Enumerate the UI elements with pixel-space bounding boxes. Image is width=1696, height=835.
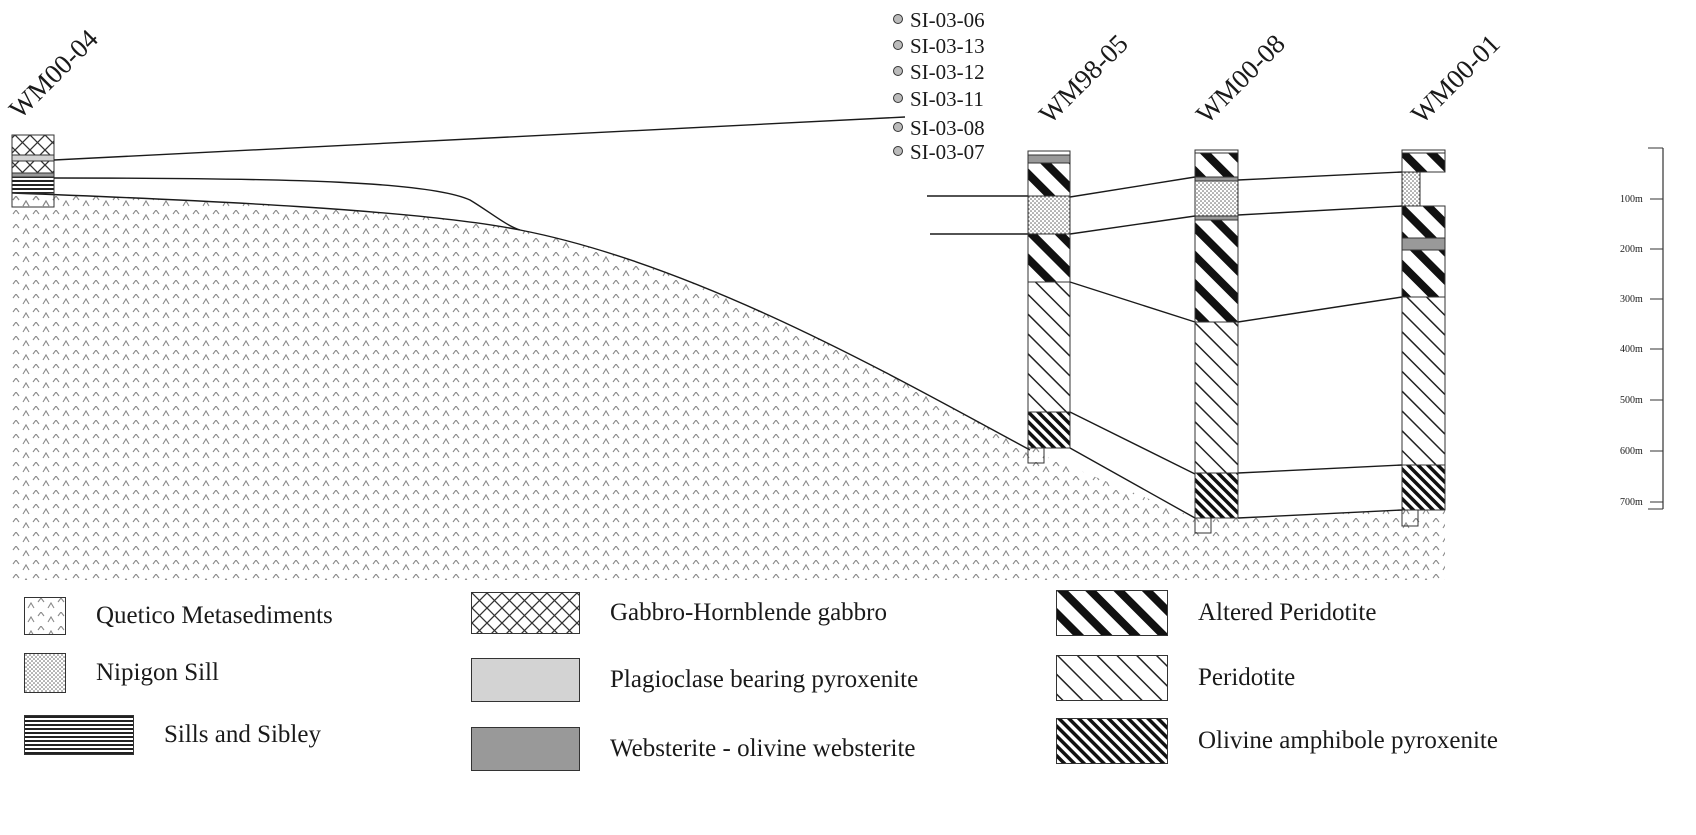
sample-item: SI-03-07	[893, 140, 985, 164]
sample-marker-icon	[893, 40, 903, 50]
sample-item: SI-03-13	[893, 34, 985, 58]
depth-tick-label: 600m	[1620, 446, 1643, 457]
drillhole-label-wm00-08: WM00-08	[1190, 28, 1291, 129]
depth-tick-label: 200m	[1620, 244, 1643, 255]
sample-marker-icon	[893, 122, 903, 132]
depth-tick-label: 100m	[1620, 194, 1643, 205]
depth-tick-label: 500m	[1620, 395, 1643, 406]
sample-marker-icon	[893, 66, 903, 76]
sample-label: SI-03-06	[910, 8, 985, 32]
drillhole-column-wm00-04	[11, 134, 55, 208]
depth-tick-label: 400m	[1620, 344, 1643, 355]
sample-item: SI-03-11	[893, 87, 984, 111]
sample-label: SI-03-11	[910, 87, 984, 111]
sample-label: SI-03-08	[910, 116, 985, 140]
depth-tick-label: 300m	[1620, 294, 1643, 305]
sample-item: SI-03-06	[893, 8, 985, 32]
sample-list: SI-03-06 SI-03-13 SI-03-12 SI-03-11 SI-0…	[893, 8, 985, 164]
depth-scale-bar: 100m 200m 300m 400m 500m 600m 700m	[1620, 147, 1664, 510]
sample-label: SI-03-07	[910, 140, 985, 164]
sample-marker-icon	[893, 146, 903, 156]
quetico-metasediments-area	[12, 193, 1445, 580]
drillhole-label-wm98-05: WM98-05	[1033, 28, 1134, 129]
drillhole-label-wm00-01: WM00-01	[1405, 28, 1506, 129]
drillhole-column-wm98-05	[1027, 150, 1071, 464]
sample-item: SI-03-08	[893, 116, 985, 140]
basement-contact-line	[11, 192, 1031, 451]
drillhole-column-wm00-01	[1401, 149, 1446, 527]
sample-marker-icon	[893, 93, 903, 103]
sample-label: SI-03-13	[910, 34, 985, 58]
sample-label: SI-03-12	[910, 60, 985, 84]
drillhole-label-wm00-04: WM00-04	[3, 23, 104, 124]
correlation-lines	[53, 116, 1403, 519]
drillhole-column-wm00-08	[1194, 149, 1239, 534]
depth-tick-label: 700m	[1620, 497, 1643, 508]
sample-marker-icon	[893, 14, 903, 24]
sample-item: SI-03-12	[893, 60, 985, 84]
